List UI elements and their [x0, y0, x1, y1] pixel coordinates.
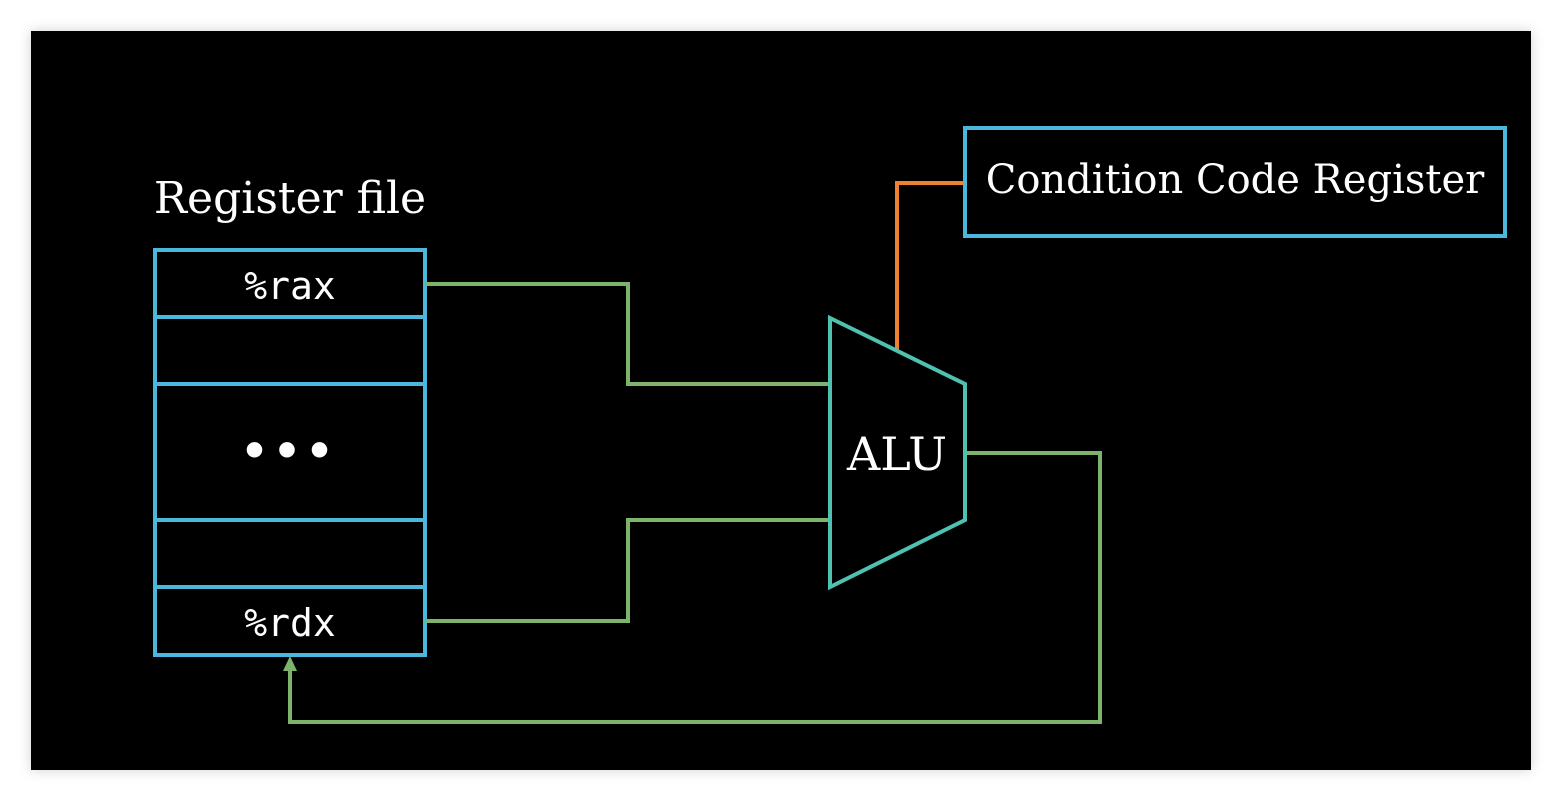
- register-rax-label: %rax: [244, 264, 336, 308]
- register-ellipsis: •••: [241, 426, 338, 477]
- register-file: %rax ••• %rdx: [153, 248, 427, 657]
- condition-code-register-box: [963, 126, 1507, 238]
- alu-shape: [828, 314, 967, 591]
- register-file-title: Register file: [154, 173, 426, 224]
- rax-to-alu-wire: [425, 282, 830, 386]
- alu-to-ccr-wire: [895, 181, 965, 351]
- alu-label: ALU: [846, 427, 947, 481]
- register-file-border: [153, 248, 427, 657]
- condition-code-register-label: Condition Code Register: [986, 157, 1485, 203]
- register-rdx-label: %rdx: [244, 601, 336, 645]
- alu-writeback-wire: [288, 451, 1102, 724]
- writeback-arrow-icon: [283, 656, 297, 671]
- rdx-to-alu-wire: [425, 518, 830, 623]
- diagram-canvas: [31, 31, 1531, 770]
